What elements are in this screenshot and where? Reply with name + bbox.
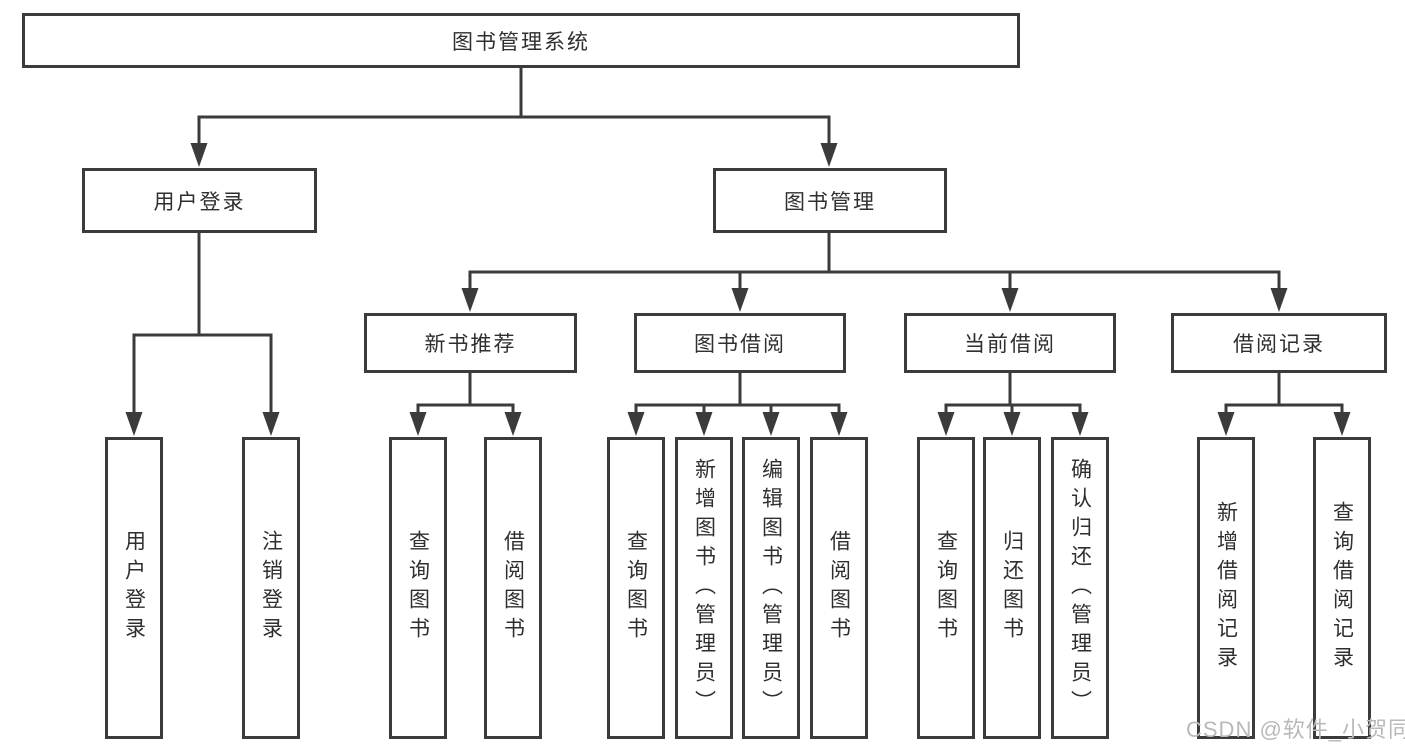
leaf-rec-borrow-books: 借阅图书	[484, 437, 542, 739]
leaf-user-login: 用户登录	[105, 437, 163, 739]
arrowhead-icon	[461, 288, 479, 312]
arrowhead-icon	[1270, 288, 1288, 312]
node-borrowing-records: 借阅记录	[1171, 313, 1387, 373]
leaf-user-login-label: 用户登录	[122, 530, 146, 646]
node-user-login-label: 用户登录	[153, 190, 246, 214]
arrowhead-icon	[190, 143, 208, 167]
arrowhead-icon	[1003, 412, 1021, 436]
node-current-borrowing: 当前借阅	[904, 313, 1116, 373]
arrowhead-icon	[820, 143, 838, 167]
leaf-logout: 注销登录	[242, 437, 300, 739]
leaf-cb-return-books-label: 归还图书	[1000, 530, 1024, 646]
leaf-bb-query-books: 查询图书	[607, 437, 665, 739]
node-book-borrowing-label: 图书借阅	[694, 333, 786, 356]
arrowhead-icon	[1333, 412, 1351, 436]
node-new-book-recommend-label: 新书推荐	[424, 333, 517, 356]
leaf-cb-query-books-label: 查询图书	[934, 530, 958, 646]
arrowhead-icon	[731, 288, 749, 312]
leaf-logout-label: 注销登录	[259, 530, 283, 646]
leaf-rec-query-books: 查询图书	[389, 437, 447, 739]
arrowhead-icon	[695, 412, 713, 436]
leaf-cb-confirm-return-admin-label: 确认归还（管理员）	[1068, 457, 1092, 719]
node-current-borrowing-label: 当前借阅	[964, 333, 1056, 356]
arrowhead-icon	[627, 412, 645, 436]
node-user-login: 用户登录	[82, 168, 317, 233]
leaf-br-add-record-label: 新增借阅记录	[1214, 501, 1238, 675]
arrowhead-icon	[262, 412, 280, 436]
arrowhead-icon	[1217, 412, 1235, 436]
leaf-bb-edit-books-admin: 编辑图书（管理员）	[742, 437, 800, 739]
arrowhead-icon	[1001, 288, 1019, 312]
leaf-bb-borrow-books-label: 借阅图书	[827, 530, 851, 646]
node-root: 图书管理系统	[22, 13, 1020, 68]
leaf-bb-query-books-label: 查询图书	[624, 530, 648, 646]
leaf-cb-confirm-return-admin: 确认归还（管理员）	[1051, 437, 1109, 739]
leaf-bb-borrow-books: 借阅图书	[810, 437, 868, 739]
leaf-cb-return-books: 归还图书	[983, 437, 1041, 739]
leaf-br-query-record: 查询借阅记录	[1313, 437, 1371, 739]
arrowhead-icon	[762, 412, 780, 436]
arrowhead-icon	[504, 412, 522, 436]
arrowhead-icon	[1071, 412, 1089, 436]
leaf-br-query-record-label: 查询借阅记录	[1330, 501, 1354, 675]
csdn-watermark: CSDN @软件_小贺同学	[1186, 717, 1405, 742]
leaf-br-add-record: 新增借阅记录	[1197, 437, 1255, 739]
leaf-cb-query-books: 查询图书	[917, 437, 975, 739]
arrowhead-icon	[830, 412, 848, 436]
leaf-bb-add-books-admin: 新增图书（管理员）	[675, 437, 733, 739]
node-book-borrowing: 图书借阅	[634, 313, 846, 373]
arrowhead-icon	[409, 412, 427, 436]
node-book-management: 图书管理	[713, 168, 947, 233]
arrowhead-icon	[937, 412, 955, 436]
leaf-bb-add-books-admin-label: 新增图书（管理员）	[692, 457, 716, 719]
leaf-rec-borrow-books-label: 借阅图书	[501, 530, 525, 646]
arrowhead-icon	[125, 412, 143, 436]
leaf-rec-query-books-label: 查询图书	[406, 530, 430, 646]
node-book-management-label: 图书管理	[784, 190, 876, 214]
node-new-book-recommend: 新书推荐	[364, 313, 577, 373]
node-root-label: 图书管理系统	[452, 30, 590, 54]
node-borrowing-records-label: 借阅记录	[1233, 333, 1325, 356]
leaf-bb-edit-books-admin-label: 编辑图书（管理员）	[759, 457, 783, 719]
